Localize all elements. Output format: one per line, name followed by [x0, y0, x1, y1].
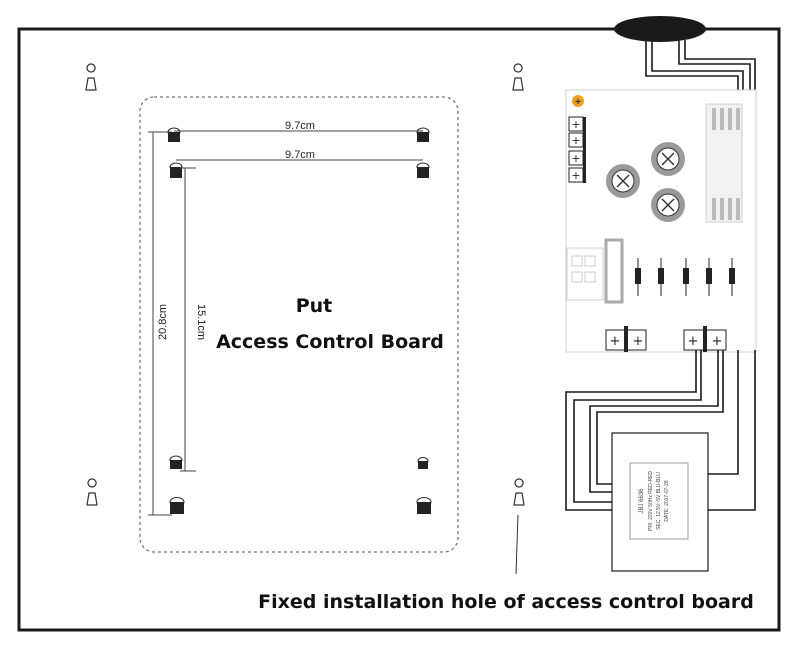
svg-text:+: +: [571, 169, 580, 182]
hole-pointer-line: [515, 514, 519, 575]
dimension-label-height-outer: 20.8cm: [157, 304, 169, 340]
terminal-block-icon: + + + +: [568, 116, 586, 183]
transformer-line-3: SEC: 12.5V~5V BLU-BLU: [656, 472, 662, 530]
wire-mains: [645, 40, 756, 104]
put-label: Put: [296, 295, 333, 317]
diode-icon: [635, 258, 641, 296]
transformer-label-plate: [629, 462, 689, 540]
dimension-label-width-top: 9.7cm: [285, 120, 315, 132]
svg-text:+: +: [688, 334, 699, 349]
transformer-line-1: JBJ 6636: [639, 488, 645, 514]
standoff-post: [167, 127, 181, 142]
svg-text:+: +: [575, 97, 581, 108]
diode-icon: [729, 258, 735, 296]
standoff-post: [169, 455, 183, 469]
capacitor-icon: [651, 142, 685, 176]
svg-text:+: +: [633, 334, 644, 349]
keyhole-icon: [513, 478, 525, 506]
keyhole-icon: [512, 63, 524, 91]
standoff-post: [416, 162, 430, 178]
diode-icon: [706, 258, 712, 296]
dimension-line-height-inner: [180, 167, 196, 472]
standoff-post: [416, 497, 432, 514]
cable-gland-icon: [614, 16, 706, 42]
board-outline: [139, 96, 459, 553]
terminal-block-icon: ++: [605, 326, 647, 352]
dimension-label-width-second: 9.7cm: [285, 149, 315, 161]
board-label: Access Control Board: [216, 331, 444, 353]
svg-text:+: +: [712, 334, 723, 349]
capacitor-icon: [651, 188, 685, 222]
transformer-line-4: DATE: 2017-07-28: [664, 480, 670, 522]
standoff-post: [169, 497, 185, 514]
standoff-post: [169, 162, 183, 178]
terminal-block-icon: ++: [683, 326, 727, 352]
installation-hole-caption: Fixed installation hole of access contro…: [258, 591, 754, 613]
heatsink: [705, 103, 743, 223]
svg-text:+: +: [571, 118, 580, 131]
fuse-icon: [572, 95, 584, 107]
standoff-post: [417, 457, 429, 469]
svg-text:+: +: [571, 152, 580, 165]
keyhole-icon: [86, 478, 98, 506]
dimension-label-height-inner: 15.1cm: [195, 304, 207, 340]
dimension-line-height-outer: [148, 131, 172, 516]
transformer-line-2: PRI: 220V 50Hz RED-RED: [648, 471, 654, 531]
wire-output: [565, 350, 756, 511]
standoff-post: [416, 127, 430, 142]
enclosure-frame: [17, 27, 781, 632]
diode-icon: [683, 258, 689, 296]
keyhole-icon: [85, 63, 97, 91]
capacitor-icon: [606, 164, 640, 198]
svg-text:+: +: [610, 334, 621, 349]
diode-icon: [658, 258, 664, 296]
relay: [566, 238, 624, 304]
svg-text:+: +: [571, 134, 580, 147]
